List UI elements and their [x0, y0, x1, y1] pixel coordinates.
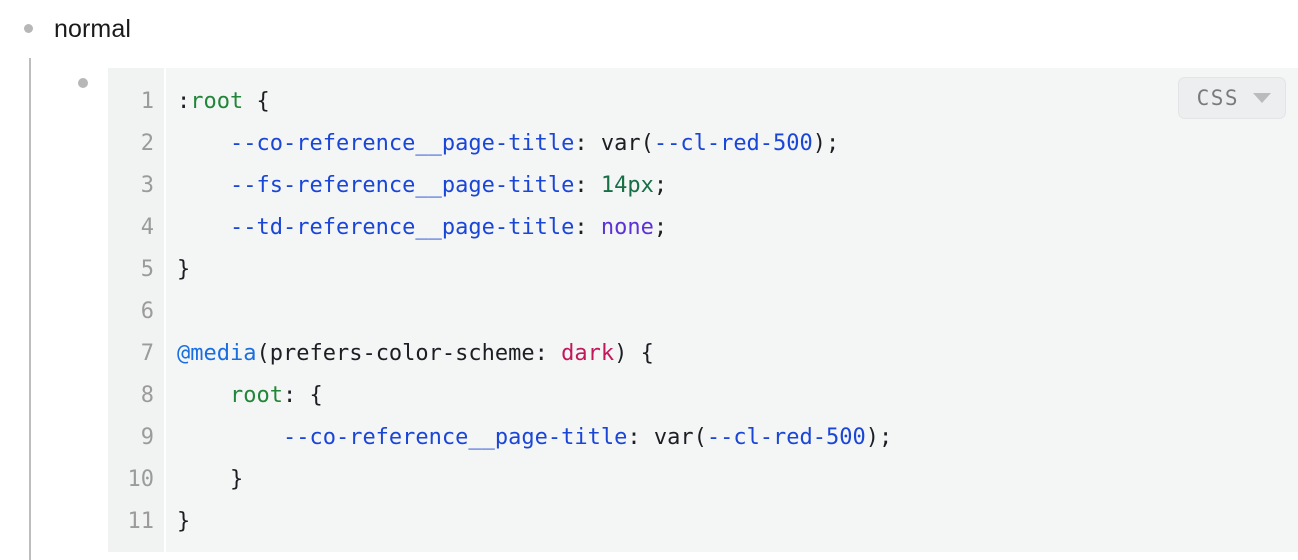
code-line: :root {: [177, 81, 1298, 123]
code-line: --td-reference__page-title: none;: [177, 207, 1298, 249]
code-line: --co-reference__page-title: var(--cl-red…: [177, 123, 1298, 165]
code-token: var(: [653, 425, 707, 450]
code-token: :: [574, 173, 601, 198]
bullet-dot-icon: [24, 24, 33, 33]
code-token: (prefers-color-scheme:: [256, 341, 562, 366]
code-token: dark: [561, 341, 615, 366]
code-token: none: [600, 215, 654, 240]
line-number: 9: [140, 425, 154, 450]
code-token: );: [812, 131, 840, 156]
code-token: --cl-red-500: [706, 425, 866, 450]
chevron-down-icon: [1253, 93, 1271, 103]
code-token: }: [177, 257, 191, 282]
line-number: 1: [140, 89, 154, 114]
code-line: @media(prefers-color-scheme: dark) {: [177, 333, 1298, 375]
code-token: @media: [177, 341, 257, 366]
code-token: :: [574, 215, 601, 240]
code-token: --cl-red-500: [653, 131, 813, 156]
line-number: 2: [140, 131, 154, 156]
code-token: :: [627, 425, 654, 450]
code-line: }: [177, 501, 1298, 543]
code-token: :: [574, 131, 601, 156]
line-number: 7: [140, 341, 154, 366]
language-selector-label: CSS: [1196, 86, 1239, 110]
line-number-gutter: 1 2 3 4 5 6 7 8 9 10 11: [108, 68, 166, 552]
code-token: ;: [653, 173, 668, 198]
code-token: root: [190, 89, 244, 114]
line-number: 8: [140, 383, 154, 408]
code-token: 14px: [600, 173, 654, 198]
code-token: [177, 215, 230, 240]
code-line: --fs-reference__page-title: 14px;: [177, 165, 1298, 207]
code-token: [177, 173, 230, 198]
code-token: {: [243, 89, 270, 114]
code-line: }: [177, 249, 1298, 291]
code-token: [177, 131, 230, 156]
code-token: --co-reference__page-title: [229, 131, 575, 156]
code-token: :: [177, 89, 191, 114]
code-token: }: [177, 509, 191, 534]
code-token: root: [229, 383, 283, 408]
line-number: 10: [127, 467, 155, 492]
code-token: var(: [600, 131, 654, 156]
code-token: ) {: [614, 341, 654, 366]
line-number: 3: [140, 173, 154, 198]
list-item-label-normal: normal: [54, 15, 132, 43]
line-number: 6: [140, 299, 154, 324]
code-line: --co-reference__page-title: var(--cl-red…: [177, 417, 1298, 459]
code-token: );: [865, 425, 893, 450]
code-token: [177, 425, 283, 450]
code-token: --td-reference__page-title: [229, 215, 575, 240]
code-token: [177, 383, 230, 408]
code-line: root: {: [177, 375, 1298, 417]
language-selector[interactable]: CSS: [1177, 77, 1286, 119]
code-line: ​: [177, 291, 1298, 333]
code-token: }: [229, 467, 244, 492]
bullet-dot-icon-nested: [78, 78, 88, 88]
line-number: 11: [127, 509, 155, 534]
outline-guide-line: [29, 58, 31, 560]
code-token: ;: [653, 215, 668, 240]
code-token: : {: [282, 383, 323, 408]
code-token: --fs-reference__page-title: [229, 173, 575, 198]
code-token: [177, 467, 230, 492]
code-token: --co-reference__page-title: [282, 425, 628, 450]
code-content[interactable]: :root { --co-reference__page-title: var(…: [166, 68, 1298, 552]
line-number: 4: [140, 215, 154, 240]
code-line: }: [177, 459, 1298, 501]
line-number: 5: [140, 257, 154, 282]
